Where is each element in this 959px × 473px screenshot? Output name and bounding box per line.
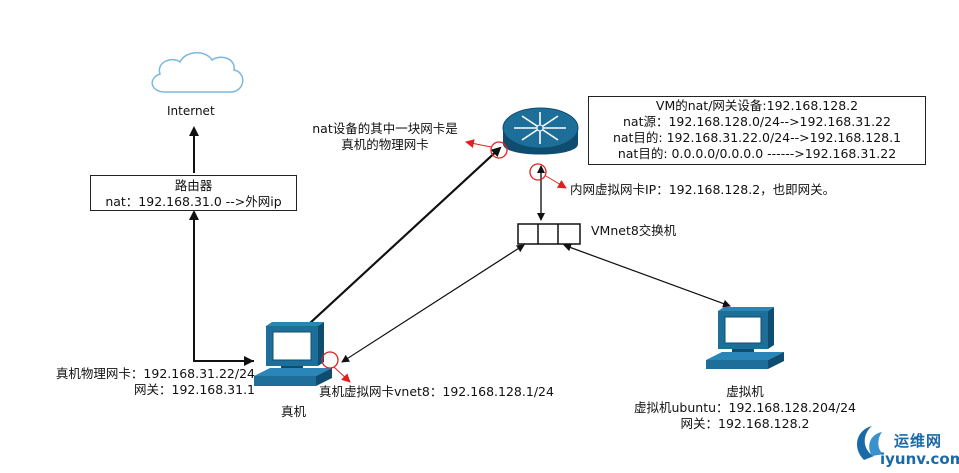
watermark-cn: 运维网 [894,432,943,450]
nat-nic-note-line1: nat设备的其中一块网卡是 [312,121,458,136]
inner-nic-pointer [545,175,567,189]
internet-label: Internet [167,104,215,118]
inner-nic-marker [529,163,547,181]
router-device-icon [502,107,579,155]
vm-info: 虚拟机 虚拟机ubuntu：192.168.128.204/24 网关：192.… [620,384,870,432]
router-nat-rule: nat：192.168.31.0 -->外网ip [105,194,282,209]
vm-nat-line: nat目的: 192.168.31.22.0/24-->192.168.128.… [612,130,902,145]
host-phys-nic: 真机物理网卡：192.168.31.22/24 [55,366,255,381]
link-host-switch [341,244,525,363]
vm-nat-line: nat源：192.168.128.0/24-->192.168.31.22 [623,114,891,129]
host-vnic-label: 真机虚拟网卡vnet8：192.168.128.1/24 [319,384,554,399]
nat-nic-note-line2: 真机的物理网卡 [341,137,429,152]
watermark-logo [857,426,884,460]
host-gateway: 网关：192.168.31.1 [134,382,255,397]
link-host-router [189,210,254,362]
host-vnic-pointer [333,366,351,383]
vm-nat-line: nat目的: 0.0.0.0/0.0.0.0 ------>192.168.31… [617,146,897,161]
inner-nic-note: 内网虚拟网卡IP：192.168.128.2，也即网关。 [570,182,836,197]
link-vm-switch [563,243,731,307]
switch-icon [517,223,581,245]
vm-ip: 虚拟机ubuntu：192.168.128.204/24 [634,400,856,415]
router-title: 路由器 [174,178,213,193]
vm-name: 虚拟机 [726,384,764,399]
vm-nat-box: VM的nat/网关设备:192.168.128.2 nat源：192.168.1… [588,96,926,165]
vm-gateway: 网关：192.168.128.2 [680,416,810,431]
router-box: 路由器 nat：192.168.31.0 -->外网ip [90,175,297,211]
watermark-en: iyunv.com [880,450,959,468]
nat-nic-note: nat设备的其中一块网卡是 真机的物理网卡 [305,121,465,153]
host-vnic-marker [321,351,339,369]
physical-nic-marker [490,141,508,159]
host-name: 真机 [281,404,307,419]
host-info: 真机物理网卡：192.168.31.22/24 网关：192.168.31.1 [20,366,255,398]
vmnet8-label: VMnet8交换机 [591,223,677,238]
physical-nic-pointer [465,139,492,148]
vm-nat-line: VM的nat/网关设备:192.168.128.2 [655,98,859,113]
cloud-icon [151,52,244,93]
vm-computer-icon [706,307,784,369]
host-computer-icon [254,322,332,386]
